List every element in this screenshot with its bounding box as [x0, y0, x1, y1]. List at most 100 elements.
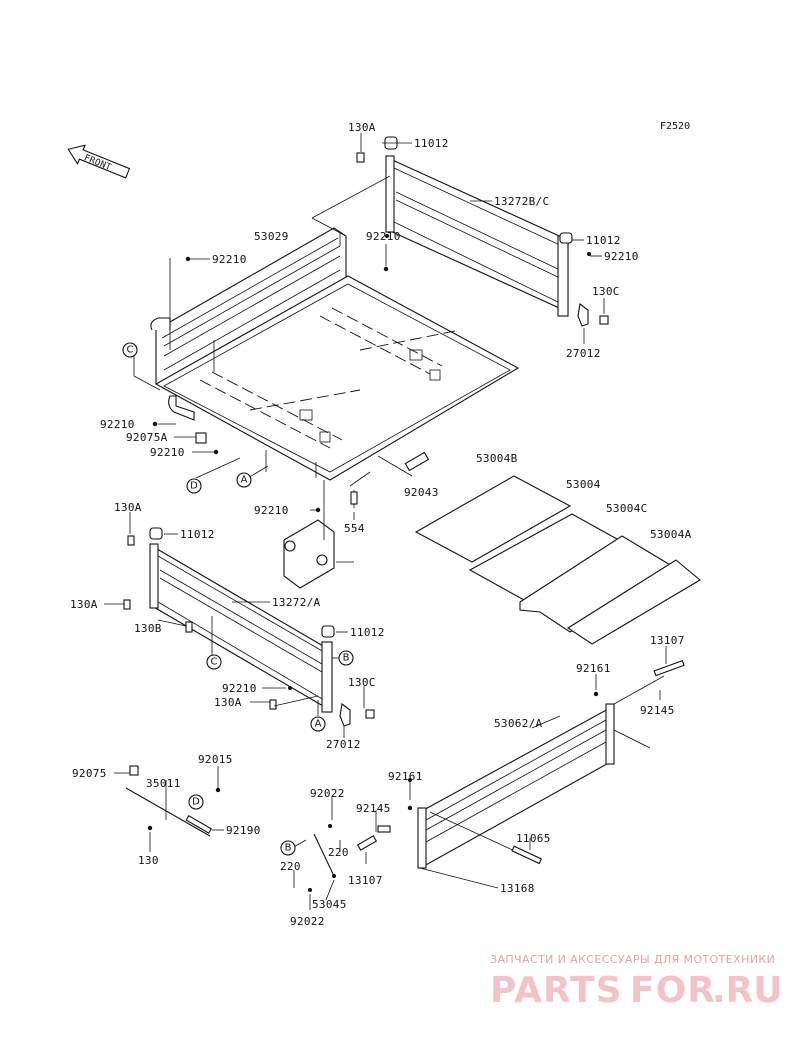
label-92210-e: 92210 — [254, 504, 289, 517]
label-92210-b: 92210 — [366, 230, 401, 243]
label-92161-t: 92161 — [576, 662, 611, 675]
bolt-130C-right — [599, 315, 609, 325]
figure-code: F2520 — [660, 121, 690, 132]
label-92210-f: 92210 — [222, 682, 257, 695]
label-11012-r: 11012 — [586, 234, 621, 247]
ref-frame-bracket — [283, 519, 335, 589]
label-130: 130 — [138, 854, 159, 867]
svg-text:D: D — [192, 797, 200, 808]
label-554: 554 — [344, 522, 365, 535]
hinge-27012-right — [577, 303, 589, 327]
strap-53045 — [313, 825, 391, 877]
pin-92043 — [404, 451, 430, 472]
label-13107-b: 13107 — [348, 874, 383, 887]
svg-text:A: A — [241, 475, 248, 486]
svg-text:D: D — [190, 481, 198, 492]
front-arrow-icon: FRONT — [67, 144, 131, 179]
label-92210-c: 92210 — [100, 418, 135, 431]
rear-gate-upper — [385, 155, 569, 317]
svg-text:C: C — [127, 345, 134, 356]
label-11012-top: 11012 — [414, 137, 449, 150]
bolt-130A-l — [123, 599, 131, 610]
bolt-130A-top — [356, 152, 365, 163]
ref-circle-B-1: B — [338, 650, 354, 666]
bolt-130A-b — [269, 699, 277, 710]
svg-text:A: A — [315, 719, 322, 730]
svg-text:B: B — [343, 653, 350, 664]
label-11012-m2: 11012 — [350, 626, 385, 639]
tailgate-53062A — [417, 703, 615, 869]
cap-11012-m — [149, 527, 163, 540]
cap-11012-m2 — [321, 625, 335, 638]
label-92161-b: 92161 — [388, 770, 423, 783]
part-labels: 130A 11012 13272B/C 53029 92210 92210 11… — [70, 121, 692, 928]
clip-554 — [350, 490, 358, 508]
label-53029: 53029 — [254, 230, 289, 243]
label-92145-b: 92145 — [356, 802, 391, 815]
rod-13168 — [429, 811, 543, 865]
label-92210-a: 92210 — [212, 253, 247, 266]
label-92043: 92043 — [404, 486, 439, 499]
label-27012-m: 27012 — [326, 738, 361, 751]
watermark-brand-a: PARTS — [490, 970, 623, 1011]
cargo-bed-floor — [154, 275, 520, 481]
label-11065: 11065 — [516, 832, 551, 845]
label-130A-l: 130A — [70, 598, 98, 611]
watermark-tagline: ЗАПЧАСТИ И АКСЕССУАРЫ ДЛЯ МОТОТЕХНИКИ — [490, 953, 775, 966]
label-92022-b: 92022 — [290, 915, 325, 928]
ref-circle-A-2: A — [310, 716, 326, 732]
label-220-b: 220 — [280, 860, 301, 873]
rod-13107-top — [653, 659, 685, 677]
ref-circle-D-1: D — [186, 478, 202, 494]
label-53004: 53004 — [566, 478, 601, 491]
label-53045: 53045 — [312, 898, 347, 911]
label-130C-r: 130C — [592, 285, 620, 298]
label-53004A: 53004A — [650, 528, 692, 541]
ref-circle-D-2: D — [188, 794, 204, 810]
ref-circle-B-2: B — [280, 840, 296, 856]
watermark-brand-b: FOR — [630, 970, 716, 1011]
label-13272A: 13272/A — [272, 596, 321, 609]
label-92022-t: 92022 — [310, 787, 345, 800]
label-13272BC: 13272B/C — [494, 195, 549, 208]
side-gate-lower — [149, 543, 333, 713]
bumper-92075A — [195, 432, 207, 444]
label-92190: 92190 — [226, 824, 261, 837]
label-13168: 13168 — [500, 882, 535, 895]
bolt-130C-m — [365, 709, 375, 719]
bolt-130A-m — [127, 535, 135, 546]
label-130A-m: 130A — [114, 501, 142, 514]
label-92210-d: 92210 — [150, 446, 185, 459]
floor-mat-53004A — [566, 559, 701, 645]
cap-11012-right — [559, 232, 573, 244]
label-130A-b: 130A — [214, 696, 242, 709]
svg-text:B: B — [285, 843, 292, 854]
ref-circle-C-2: C — [206, 654, 222, 670]
label-35011: 35011 — [146, 777, 181, 790]
label-92015: 92015 — [198, 753, 233, 766]
label-13107-t: 13107 — [650, 634, 685, 647]
label-53004B: 53004B — [476, 452, 518, 465]
hinge-27012-m — [339, 703, 351, 727]
svg-text:C: C — [211, 657, 218, 668]
label-92210-r: 92210 — [604, 250, 639, 263]
label-27012-r: 27012 — [566, 347, 601, 360]
ref-circle-C-1: C — [122, 342, 138, 358]
label-130B: 130B — [134, 622, 162, 635]
floor-mat-53004C — [519, 535, 674, 633]
floor-mat-53004B — [414, 475, 572, 563]
bolt-130B — [185, 621, 193, 633]
label-220-a: 220 — [328, 846, 349, 859]
label-53062A: 53062/A — [494, 717, 543, 730]
watermark: ЗАПЧАСТИ И АКСЕССУАРЫ ДЛЯ МОТОТЕХНИКИ PA… — [490, 953, 783, 1011]
label-92075A: 92075A — [126, 431, 168, 444]
label-53004C: 53004C — [606, 502, 648, 515]
label-130C-m: 130C — [348, 676, 376, 689]
label-92145-t: 92145 — [640, 704, 675, 717]
cable-35011 — [125, 765, 213, 837]
ref-circle-A-1: A — [236, 472, 252, 488]
label-130A-top: 130A — [348, 121, 376, 134]
watermark-domain: .RU — [712, 970, 783, 1011]
